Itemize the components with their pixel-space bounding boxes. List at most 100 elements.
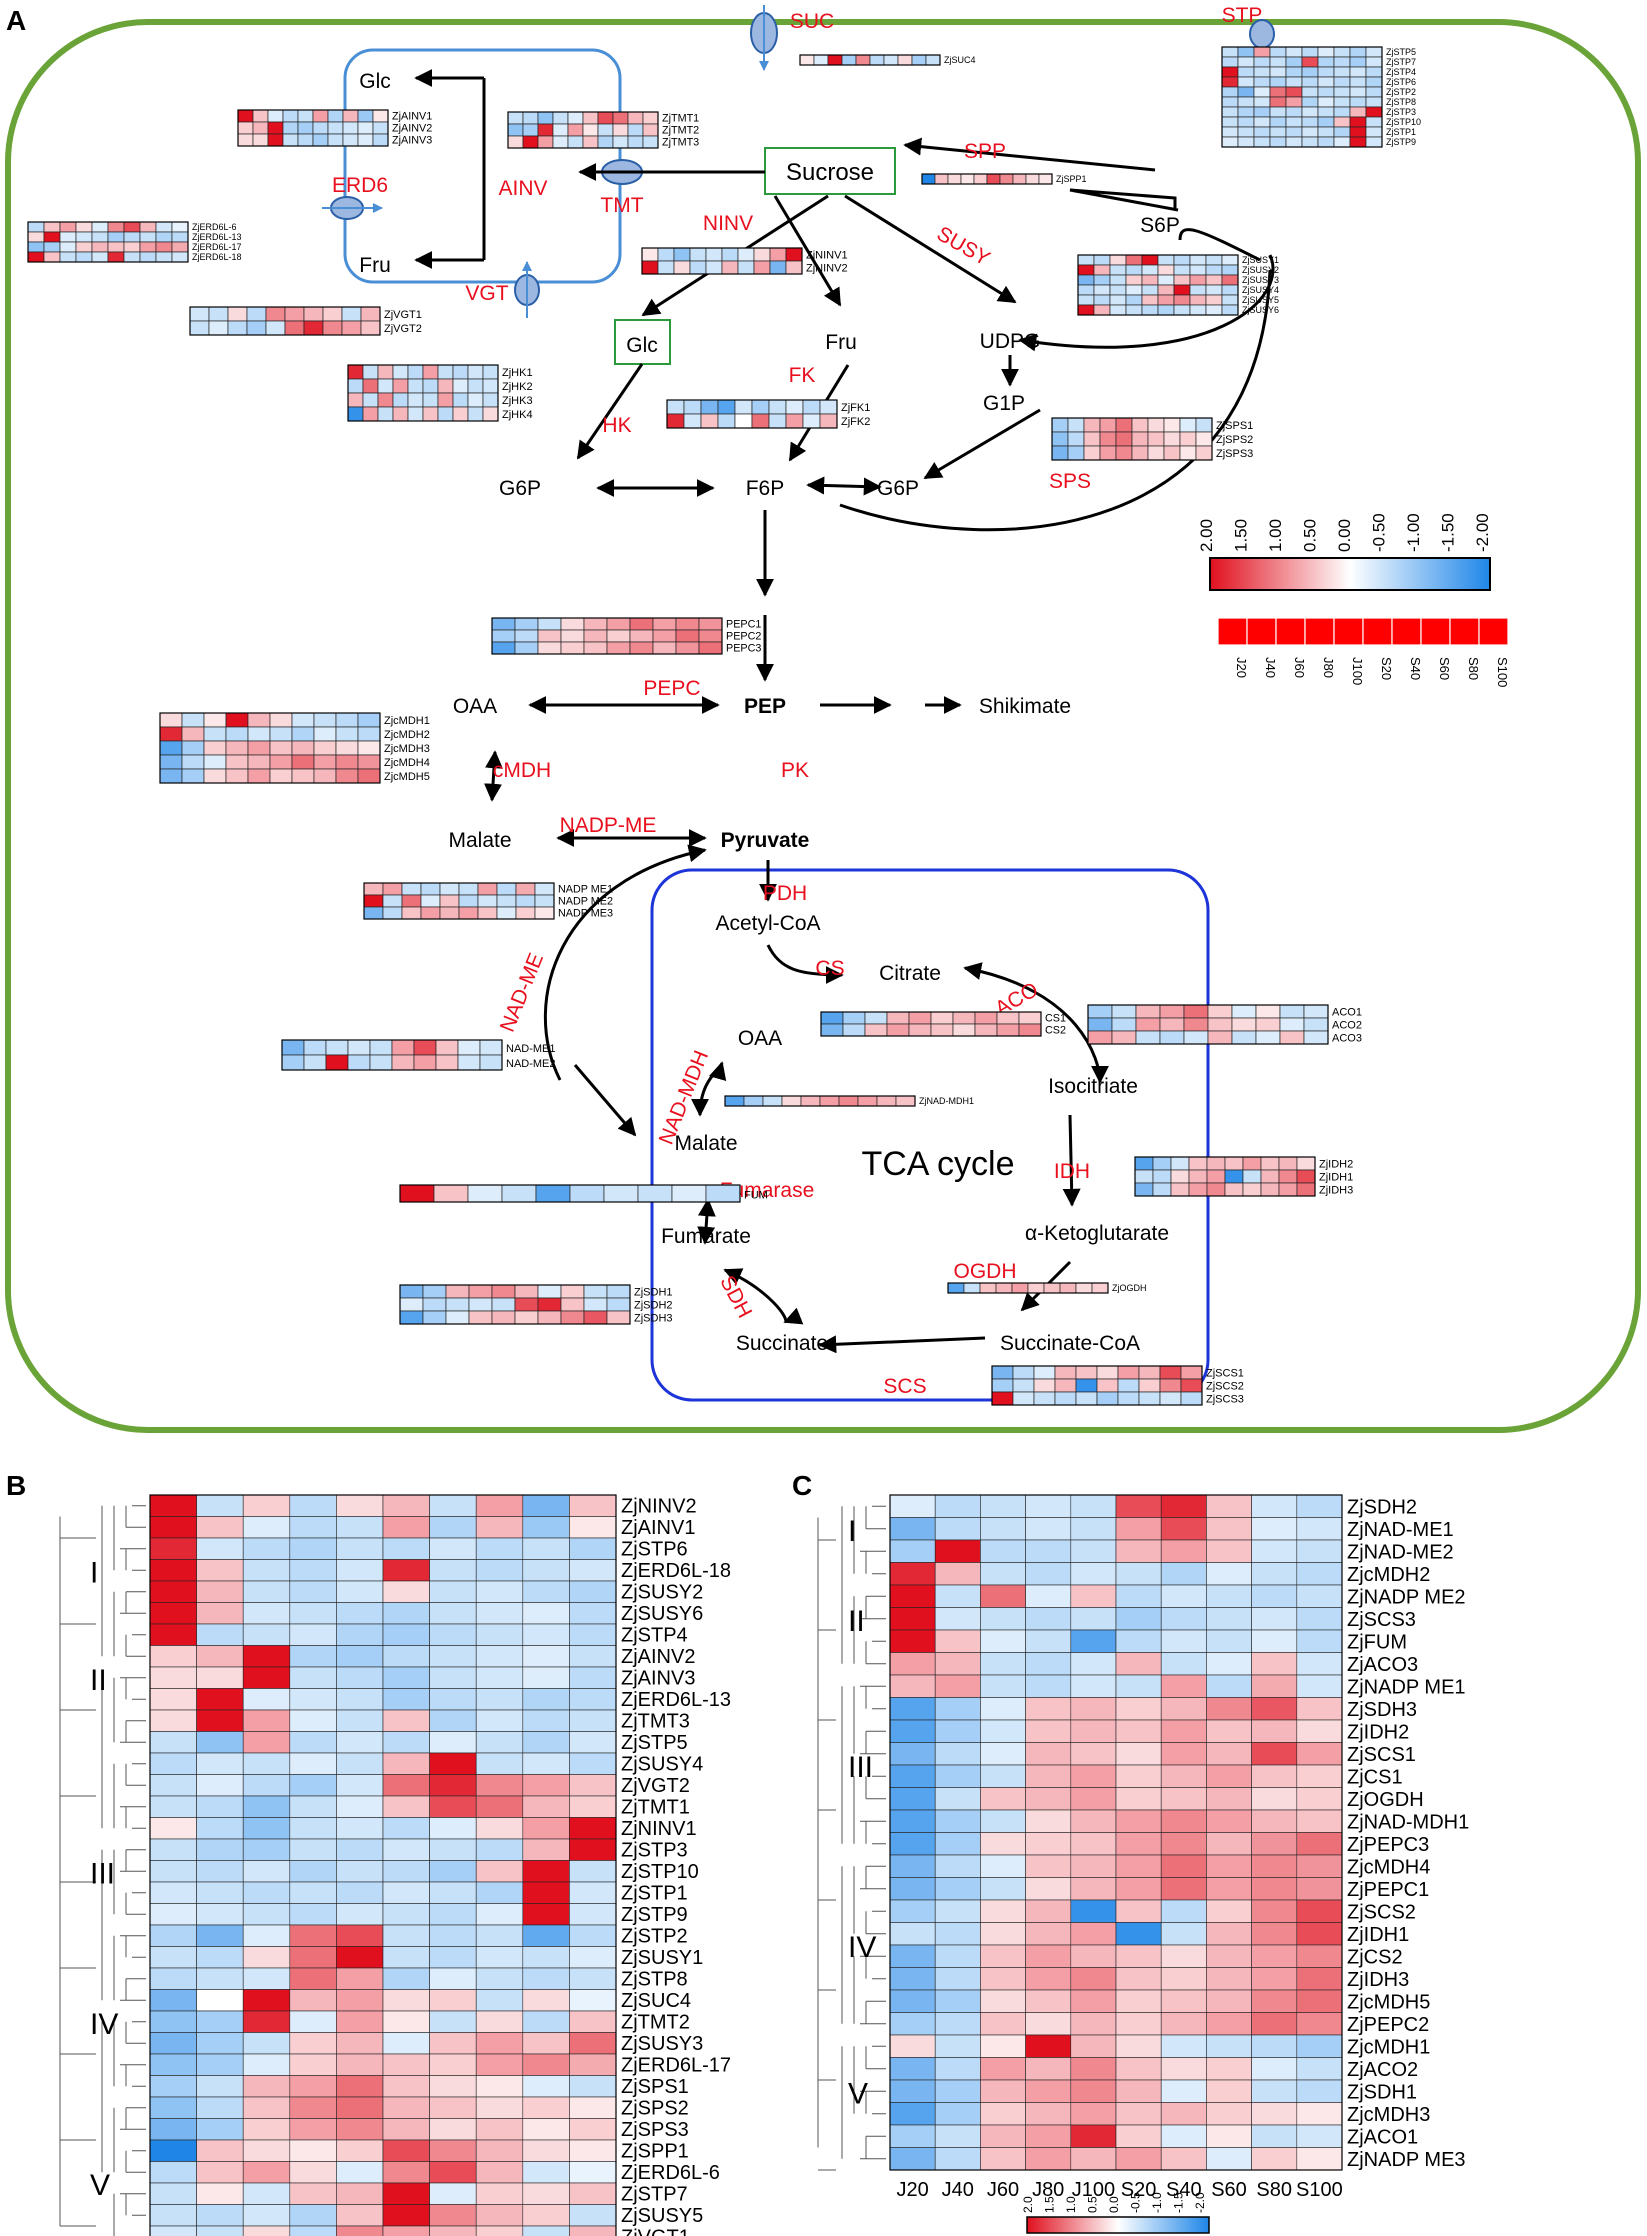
cluster-cell — [149, 1516, 197, 1539]
heatmap-cell — [203, 726, 227, 742]
heatmap-cell — [768, 413, 787, 429]
cluster-cell — [889, 1989, 936, 2013]
cluster-sample-label: S100 — [1296, 2179, 1343, 2201]
cluster-cell — [429, 1580, 477, 1603]
cluster-cell — [1251, 2147, 1298, 2171]
heatmap-cell — [1349, 116, 1367, 128]
heatmap-cell — [372, 121, 389, 135]
cluster-cell — [196, 1666, 244, 1689]
cluster-cell — [1115, 1629, 1162, 1653]
cluster-cell — [475, 1602, 524, 1625]
cluster-cell — [149, 1946, 197, 1969]
heatmap-frame — [641, 247, 803, 275]
cluster-cell — [242, 1752, 291, 1775]
cluster-cell — [336, 1580, 384, 1603]
heatmap-cell — [1301, 96, 1319, 108]
heatmap-cell — [1075, 1282, 1093, 1294]
cluster-cell — [889, 1562, 936, 1586]
heatmap-cell — [312, 133, 329, 147]
heatmap-gene-label: ZjSUC4 — [944, 55, 976, 65]
cluster-cell — [1296, 1584, 1343, 1608]
cluster-cell — [336, 2075, 384, 2098]
cluster-cell — [1115, 1922, 1162, 1946]
heatmap-cell — [437, 364, 454, 380]
heatmap-cell — [1365, 56, 1383, 68]
heatmap-cell — [1237, 126, 1255, 138]
metabolite-shikimate: Shikimate — [979, 695, 1071, 718]
cluster-cell — [569, 1645, 617, 1668]
cluster-cell — [149, 1602, 197, 1625]
legend-sample-label: S100 — [1495, 657, 1510, 687]
heatmap-cell — [603, 1184, 639, 1203]
heatmap-frame — [991, 1365, 1203, 1406]
cluster-cell — [980, 1832, 1026, 1856]
cluster-cell — [1070, 1989, 1117, 2013]
cluster-cell — [149, 1774, 197, 1797]
heatmap-cell — [159, 768, 183, 784]
cluster-cell — [1070, 2057, 1117, 2081]
cluster-cell — [336, 1537, 384, 1560]
cluster-cell — [522, 2225, 570, 2236]
cluster-cell — [289, 2182, 337, 2205]
cluster-gene-label: ZjSUSY1 — [621, 1947, 703, 1969]
cluster-cell — [1115, 2012, 1162, 2036]
heatmap-cell — [171, 221, 189, 233]
cluster-cell — [289, 1537, 337, 1560]
heatmap-cell — [107, 221, 125, 233]
cluster-cell — [336, 1903, 384, 1926]
heatmap-gene-label: ZjSDH1 — [634, 1286, 673, 1298]
heatmap-cell — [800, 1095, 821, 1107]
heatmap-gene-label: ZjERD6L-6 — [192, 222, 237, 232]
heatmap-cell — [996, 1023, 1020, 1037]
enzyme-nadpme: NADP-ME — [560, 814, 657, 837]
cluster-cell — [1160, 1742, 1207, 1766]
cluster-cell — [1296, 1652, 1343, 1676]
enzyme-suc: SUC — [790, 10, 834, 33]
heatmap-cell — [382, 894, 403, 908]
cluster-cell — [336, 2053, 384, 2076]
cluster-cell — [569, 1774, 617, 1797]
heatmap-frame — [491, 617, 723, 655]
cluster-cell — [1251, 1809, 1298, 1833]
cluster-cell — [934, 1652, 981, 1676]
heatmap-frame — [281, 1039, 503, 1071]
cluster-cell — [475, 1752, 524, 1775]
cluster-gene-label: ZjSUSY2 — [621, 1582, 703, 1604]
heatmap-cell — [689, 247, 707, 262]
heatmap-cell — [392, 392, 409, 408]
cluster-cell — [429, 2075, 477, 2098]
cluster-cell — [289, 1709, 337, 1732]
cluster-cell — [1070, 1922, 1117, 1946]
cluster-cell — [1296, 1989, 1343, 2013]
cluster-cell — [336, 1967, 384, 1990]
heatmap-cell — [1147, 417, 1165, 433]
panel-label-b: B — [6, 1470, 26, 1501]
heatmap-cell — [362, 364, 379, 380]
heatmap-cell — [269, 768, 293, 784]
cluster-cell — [1206, 1899, 1252, 1923]
heatmap-cell — [1278, 1169, 1298, 1184]
heatmap-gene-label: NADP ME1 — [558, 884, 613, 896]
cluster-cell — [1025, 1922, 1072, 1946]
heatmap-cell — [864, 1011, 888, 1025]
heatmap-cell — [560, 629, 585, 643]
heatmap-cell — [751, 413, 770, 429]
cluster-cell — [1025, 1809, 1072, 1833]
cluster-cell — [382, 1881, 430, 1904]
cluster-cell — [980, 2012, 1026, 2036]
cluster-cell — [196, 1817, 244, 1840]
cluster-cell — [1025, 2124, 1072, 2148]
cluster-cell — [1160, 1922, 1207, 1946]
heatmap-cell — [974, 1023, 998, 1037]
heatmap-cell — [552, 123, 569, 137]
cluster-cell — [149, 2053, 197, 2076]
cluster-cell — [196, 1752, 244, 1775]
heatmap-cell — [737, 247, 755, 262]
heatmap-cell — [743, 1095, 764, 1107]
cluster-cell — [934, 1877, 981, 1901]
heatmap-cell — [1115, 431, 1133, 447]
heatmap-cell — [225, 768, 249, 784]
heatmap-cell — [225, 740, 249, 756]
heatmap-cell — [698, 629, 723, 643]
